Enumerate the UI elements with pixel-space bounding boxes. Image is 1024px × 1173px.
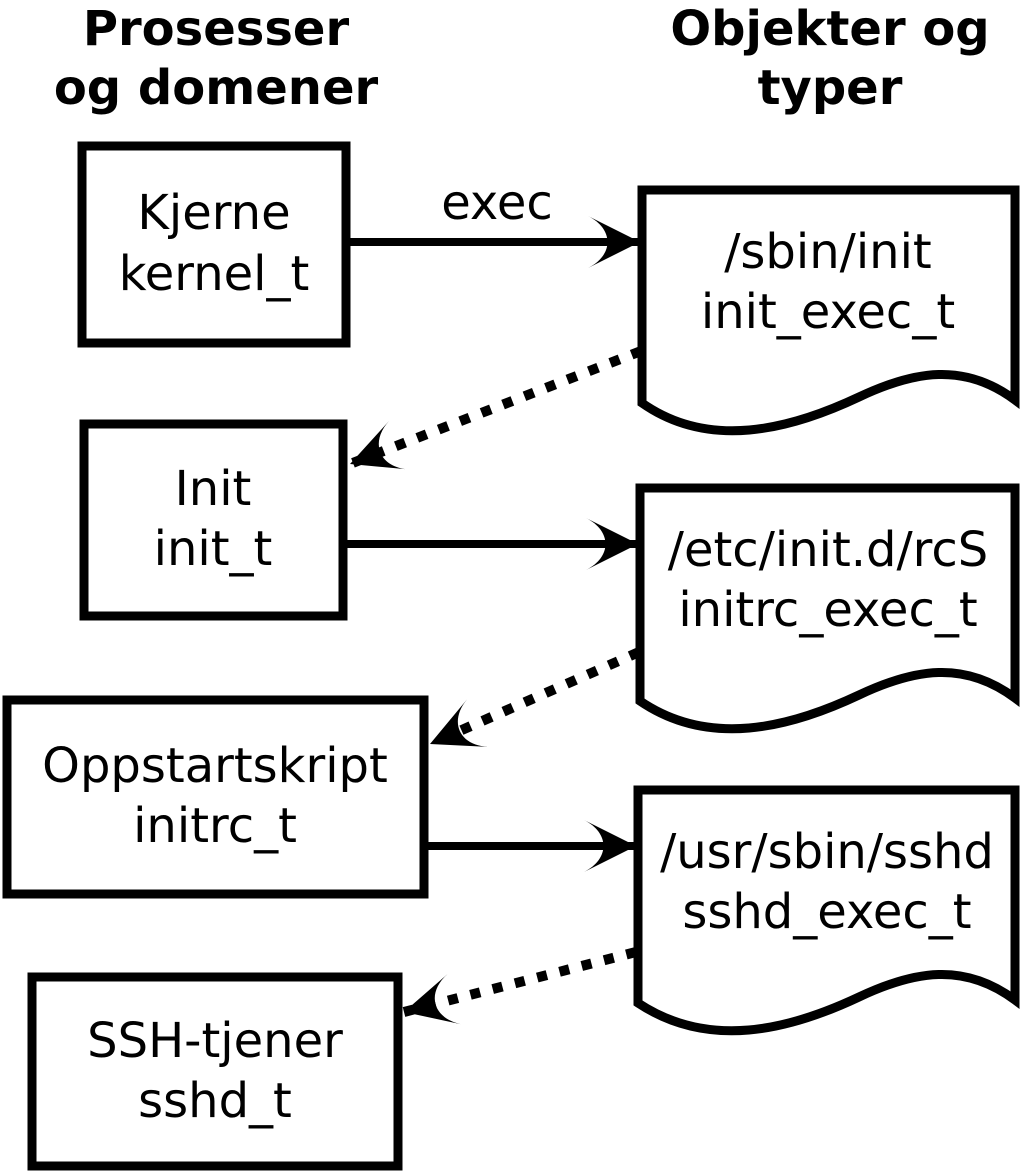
process-box-initrc-type: initrc_t — [133, 798, 297, 854]
process-box-init-rect — [79, 419, 348, 621]
process-box-kernel-type: kernel_t — [119, 246, 310, 302]
arrow-transition-sshd-exec-to-sshd-domain — [402, 947, 638, 1025]
object-doc-etc-initd-rcs-shape — [635, 483, 1020, 734]
object-doc-sbin-init-type: init_exec_t — [701, 284, 955, 340]
process-box-sshd-type: sshd_t — [138, 1073, 292, 1129]
process-box-initrc: Oppstartskript initrc_t — [2, 695, 429, 899]
object-doc-usr-sbin-sshd-shape — [633, 785, 1020, 1036]
column-header-processes-line2: og domener — [54, 60, 379, 116]
column-header-objects: Objekter og typer — [670, 1, 989, 116]
process-box-sshd-rect — [27, 972, 403, 1171]
object-doc-etc-initd-rcs-type: initrc_exec_t — [678, 582, 977, 638]
process-box-init-name: Init — [175, 461, 252, 517]
process-box-init: Init init_t — [79, 419, 348, 621]
object-doc-usr-sbin-sshd: /usr/sbin/sshd sshd_exec_t — [633, 785, 1020, 1036]
process-box-kernel-rect — [77, 141, 351, 348]
process-box-sshd: SSH-tjener sshd_t — [27, 972, 403, 1171]
column-header-objects-line2: typer — [758, 60, 903, 116]
object-doc-sbin-init: /sbin/init init_exec_t — [637, 185, 1020, 436]
process-box-initrc-name: Oppstartskript — [42, 738, 388, 794]
column-header-processes: Prosesser og domener — [54, 1, 379, 116]
process-box-init-type: init_t — [154, 521, 273, 577]
object-doc-etc-initd-rcs-path: /etc/init.d/rcS — [668, 522, 988, 578]
arrow-transition-initrc-exec-to-initrc-domain — [427, 647, 642, 749]
column-header-objects-line1: Objekter og — [670, 1, 989, 57]
arrow-transition-init-exec-to-init-domain — [348, 346, 643, 470]
process-box-kernel: Kjerne kernel_t — [77, 141, 351, 348]
object-doc-usr-sbin-sshd-path: /usr/sbin/sshd — [660, 824, 994, 880]
exec-arrow-label: exec — [441, 175, 553, 231]
object-doc-sbin-init-shape — [637, 185, 1020, 436]
object-doc-etc-initd-rcs: /etc/init.d/rcS initrc_exec_t — [635, 483, 1020, 734]
column-header-processes-line1: Prosesser — [83, 1, 350, 57]
process-box-initrc-rect — [2, 695, 429, 899]
object-doc-sbin-init-path: /sbin/init — [724, 224, 932, 280]
process-box-kernel-name: Kjerne — [137, 185, 290, 241]
process-box-sshd-name: SSH-tjener — [87, 1013, 343, 1069]
object-doc-usr-sbin-sshd-type: sshd_exec_t — [682, 884, 971, 940]
